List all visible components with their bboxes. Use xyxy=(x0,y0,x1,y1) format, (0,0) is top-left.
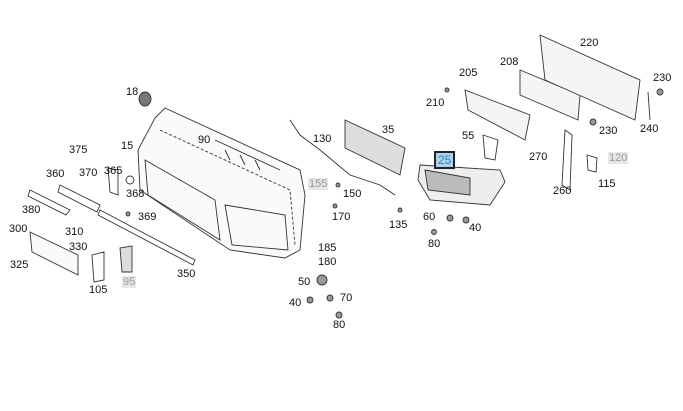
bumper-cover-part[interactable] xyxy=(137,107,306,259)
part-label-18[interactable]: 18 xyxy=(126,86,139,98)
fasteners[interactable] xyxy=(125,87,664,319)
part-label-230[interactable]: 230 xyxy=(653,72,672,84)
part-label-350[interactable]: 350 xyxy=(177,268,196,280)
part-label-60[interactable]: 60 xyxy=(423,211,436,223)
part-label-80[interactable]: 80 xyxy=(428,238,441,250)
part-label-380[interactable]: 380 xyxy=(22,204,41,216)
part-label-208[interactable]: 208 xyxy=(500,56,519,68)
part-label-205[interactable]: 205 xyxy=(459,67,478,79)
part-label-325[interactable]: 325 xyxy=(10,259,29,271)
part-18-clip[interactable] xyxy=(138,91,152,107)
part-label-150[interactable]: 150 xyxy=(343,188,362,200)
part-label-90[interactable]: 90 xyxy=(198,134,211,146)
part-label-70[interactable]: 70 xyxy=(340,292,353,304)
part-105[interactable] xyxy=(91,251,105,283)
part-label-95[interactable]: 95 xyxy=(122,276,137,288)
part-label-375[interactable]: 375 xyxy=(69,144,88,156)
part-label-120[interactable]: 120 xyxy=(608,152,629,164)
part-368-cap[interactable] xyxy=(125,175,135,185)
part-360[interactable] xyxy=(57,184,101,213)
bracket-115-part[interactable] xyxy=(586,154,598,173)
part-label-310[interactable]: 310 xyxy=(65,226,84,238)
part-label-135[interactable]: 135 xyxy=(389,219,408,231)
part-95[interactable] xyxy=(119,245,133,273)
part-label-105[interactable]: 105 xyxy=(89,284,108,296)
part-label-180[interactable]: 180 xyxy=(318,256,337,268)
wiring-harness-part[interactable] xyxy=(214,139,281,171)
part-label-170[interactable]: 170 xyxy=(332,211,351,223)
part-label-330[interactable]: 330 xyxy=(69,241,88,253)
part-label-230[interactable]: 230 xyxy=(599,125,618,137)
part-label-40[interactable]: 40 xyxy=(469,222,482,234)
part-label-368[interactable]: 368 xyxy=(126,188,145,200)
part-240-strip[interactable] xyxy=(647,91,651,121)
part-130-bracket[interactable] xyxy=(289,119,396,196)
part-label-365[interactable]: 365 xyxy=(104,165,123,177)
part-label-40[interactable]: 40 xyxy=(289,297,302,309)
part-label-25[interactable]: 25 xyxy=(433,151,456,169)
part-label-80[interactable]: 80 xyxy=(333,319,346,331)
trim-strip-350[interactable] xyxy=(97,209,196,266)
part-label-369[interactable]: 369 xyxy=(138,211,157,223)
part-label-240[interactable]: 240 xyxy=(640,123,659,135)
part-label-15[interactable]: 15 xyxy=(121,140,134,152)
part-label-35[interactable]: 35 xyxy=(382,124,395,136)
part-label-185[interactable]: 185 xyxy=(318,242,337,254)
part-55-bracket[interactable] xyxy=(482,134,499,161)
support-220-part[interactable] xyxy=(539,34,641,121)
part-label-370[interactable]: 370 xyxy=(79,167,98,179)
part-label-155[interactable]: 155 xyxy=(308,178,329,190)
part-label-300[interactable]: 300 xyxy=(9,223,28,235)
part-label-115[interactable]: 115 xyxy=(598,178,616,190)
part-label-55[interactable]: 55 xyxy=(462,130,475,142)
part-label-50[interactable]: 50 xyxy=(298,276,311,288)
part-label-130[interactable]: 130 xyxy=(313,133,332,145)
part-label-220[interactable]: 220 xyxy=(580,37,599,49)
part-label-260[interactable]: 260 xyxy=(553,185,572,197)
part-label-270[interactable]: 270 xyxy=(529,151,548,163)
part-label-210[interactable]: 210 xyxy=(426,97,445,109)
part-365[interactable] xyxy=(107,167,119,196)
bracket-260-part[interactable] xyxy=(561,129,573,191)
plate-300[interactable] xyxy=(29,231,79,276)
part-label-360[interactable]: 360 xyxy=(46,168,65,180)
air-duct-205-part[interactable] xyxy=(464,89,531,141)
part-380[interactable] xyxy=(27,189,71,216)
grille-35-part[interactable] xyxy=(344,119,406,176)
